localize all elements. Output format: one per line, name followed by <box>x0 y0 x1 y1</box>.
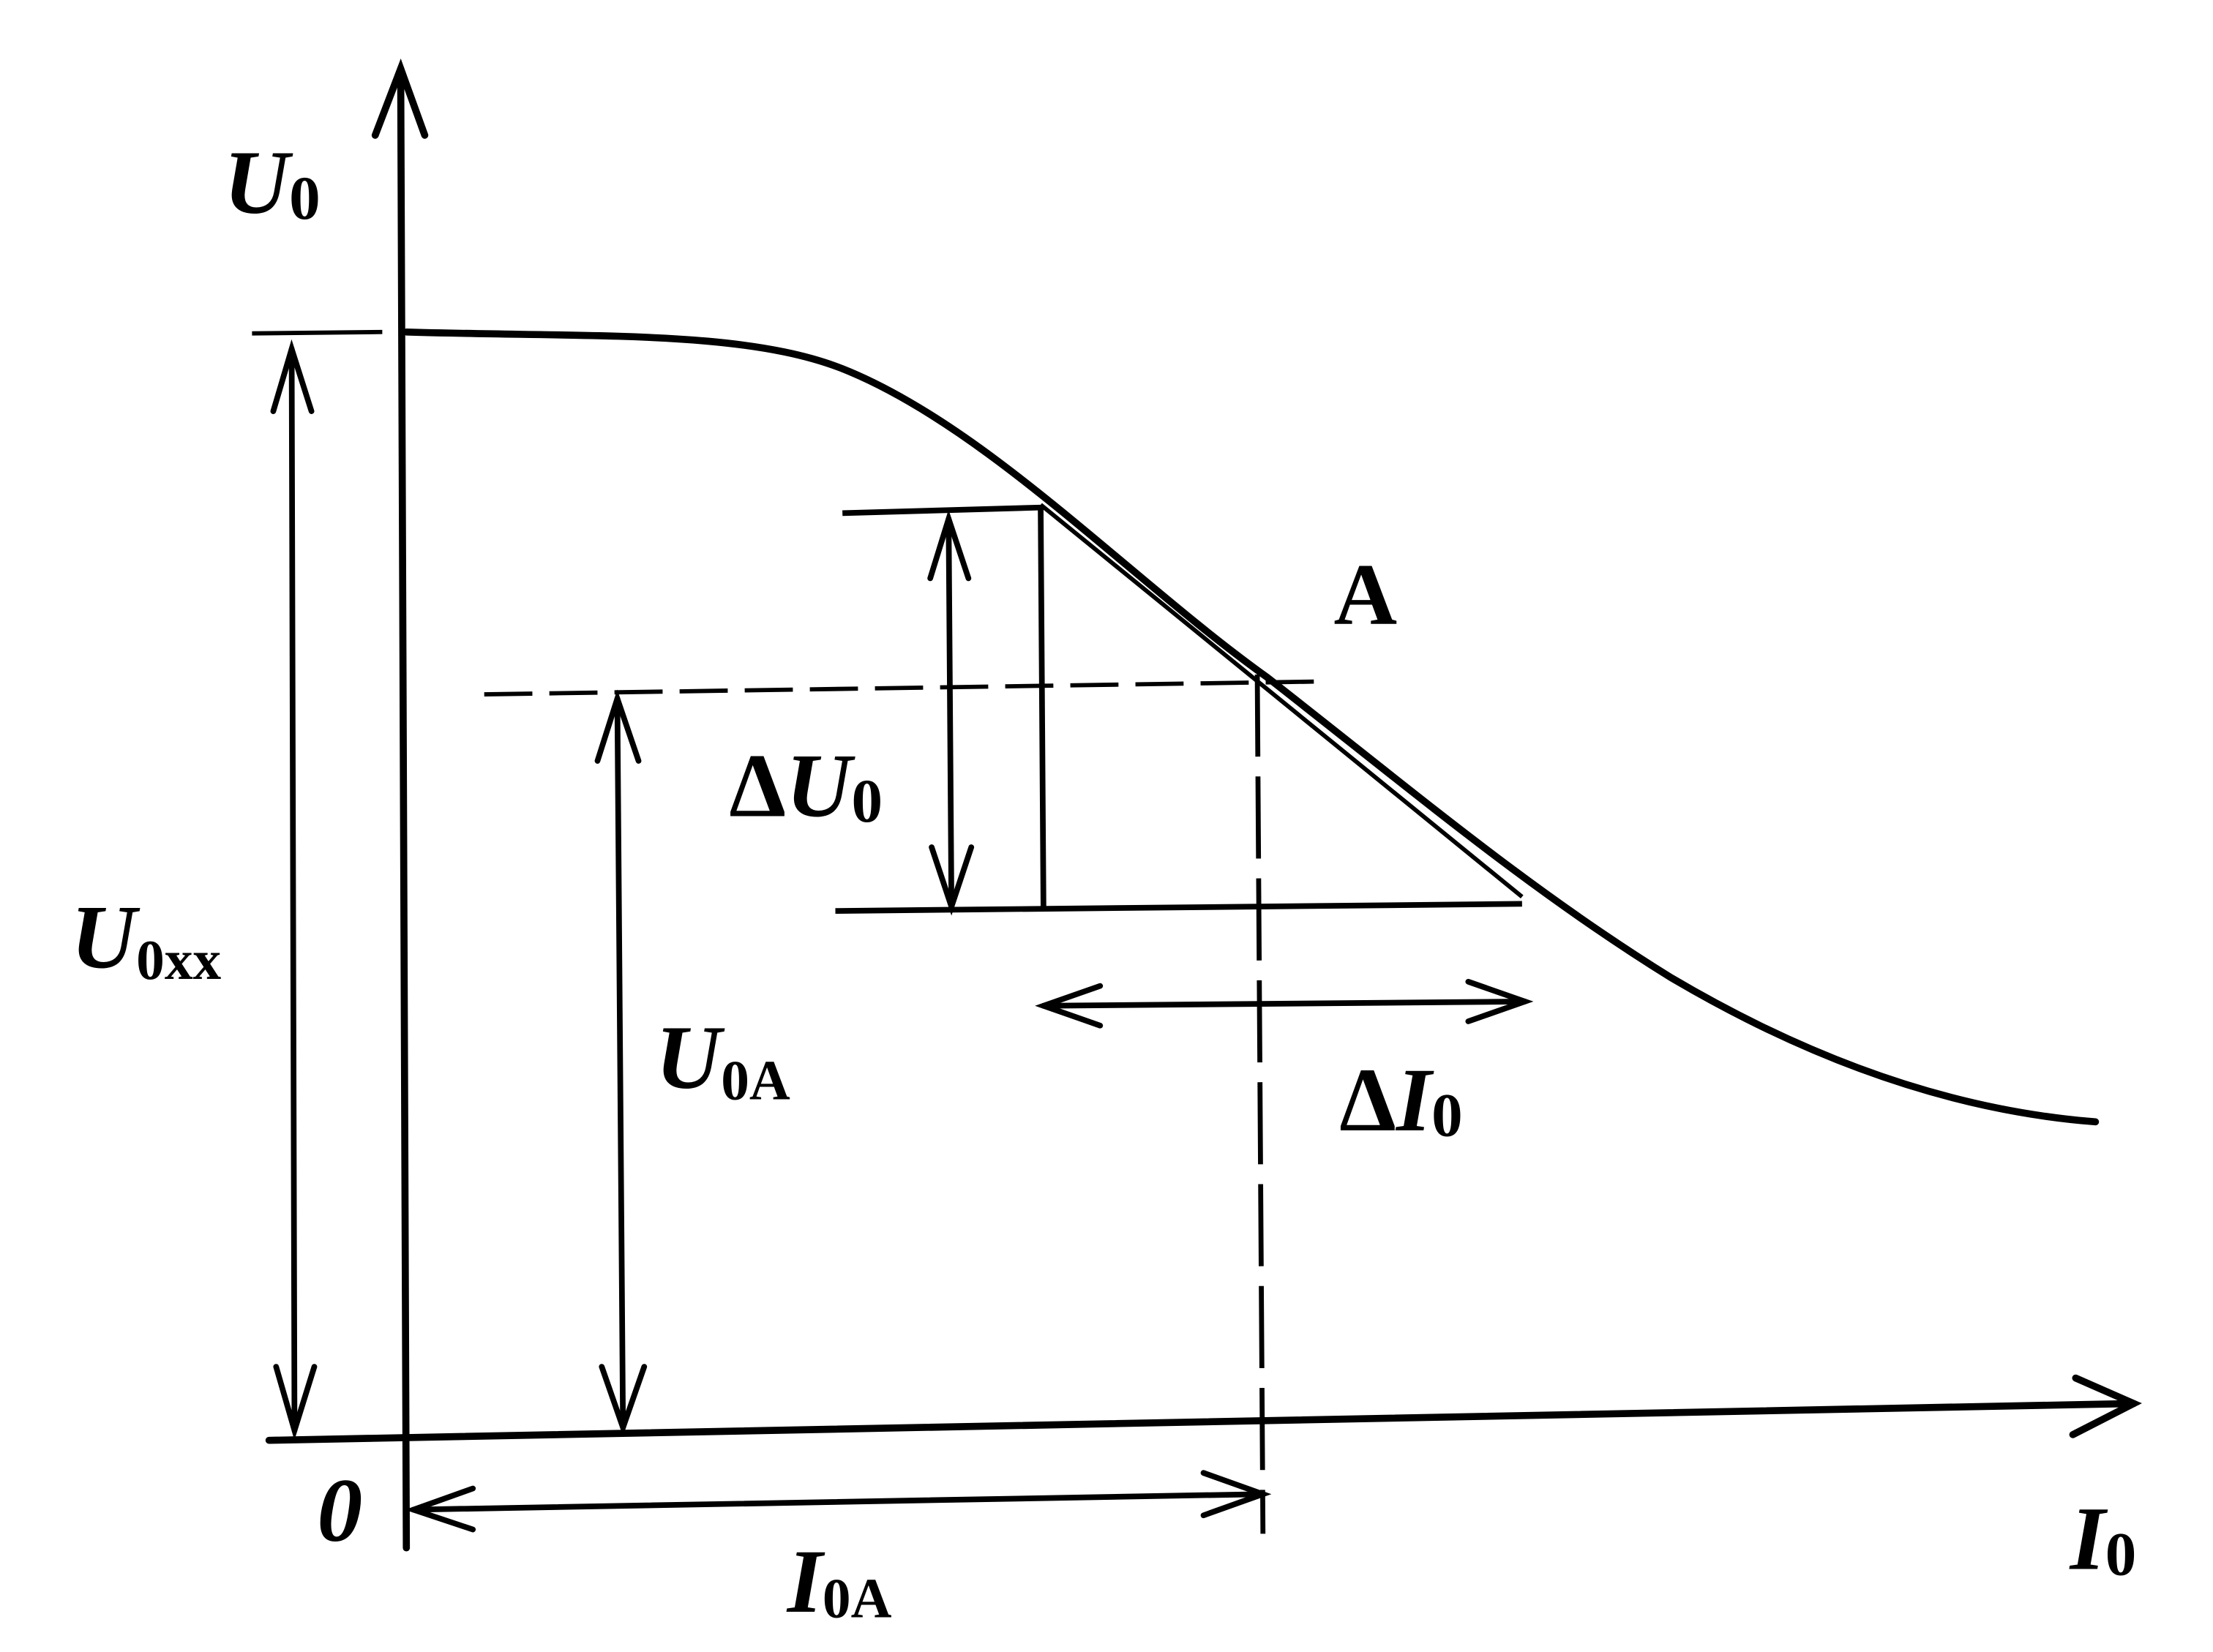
i0a-dashed-line <box>1254 674 1266 1534</box>
delta-u0-label: ΔU0 <box>729 735 883 836</box>
point-a-label: A <box>1334 545 1398 642</box>
i0a-label: I0A <box>786 1531 892 1632</box>
tangent-line <box>1039 503 1524 898</box>
delta-i0-arrow <box>1035 978 1534 1029</box>
x-axis-arrowhead <box>2069 1374 2142 1438</box>
x-axis <box>265 1374 2142 1444</box>
delta-u0-arrow <box>927 509 975 916</box>
x-axis-label: I0 <box>2069 1489 2137 1589</box>
delta-i0-label: ΔI0 <box>1339 1050 1462 1150</box>
i0a-dimension-arrow <box>405 1470 1272 1533</box>
y-axis-arrowhead <box>371 59 429 139</box>
y-axis <box>371 59 429 1552</box>
u0xx-tick <box>252 329 383 336</box>
delta-triangle <box>835 504 1522 914</box>
load-curve <box>402 328 2100 1126</box>
y-axis-label: U0 <box>224 132 321 233</box>
origin-label: 0 <box>317 1460 362 1561</box>
u0xx-dimension-arrow <box>270 339 318 1441</box>
u0a-dimension-arrow <box>594 689 648 1437</box>
u0a-label: U0A <box>656 1007 790 1111</box>
u0a-dashed-line <box>484 679 1314 697</box>
u0xx-label: U0xx <box>71 887 222 991</box>
